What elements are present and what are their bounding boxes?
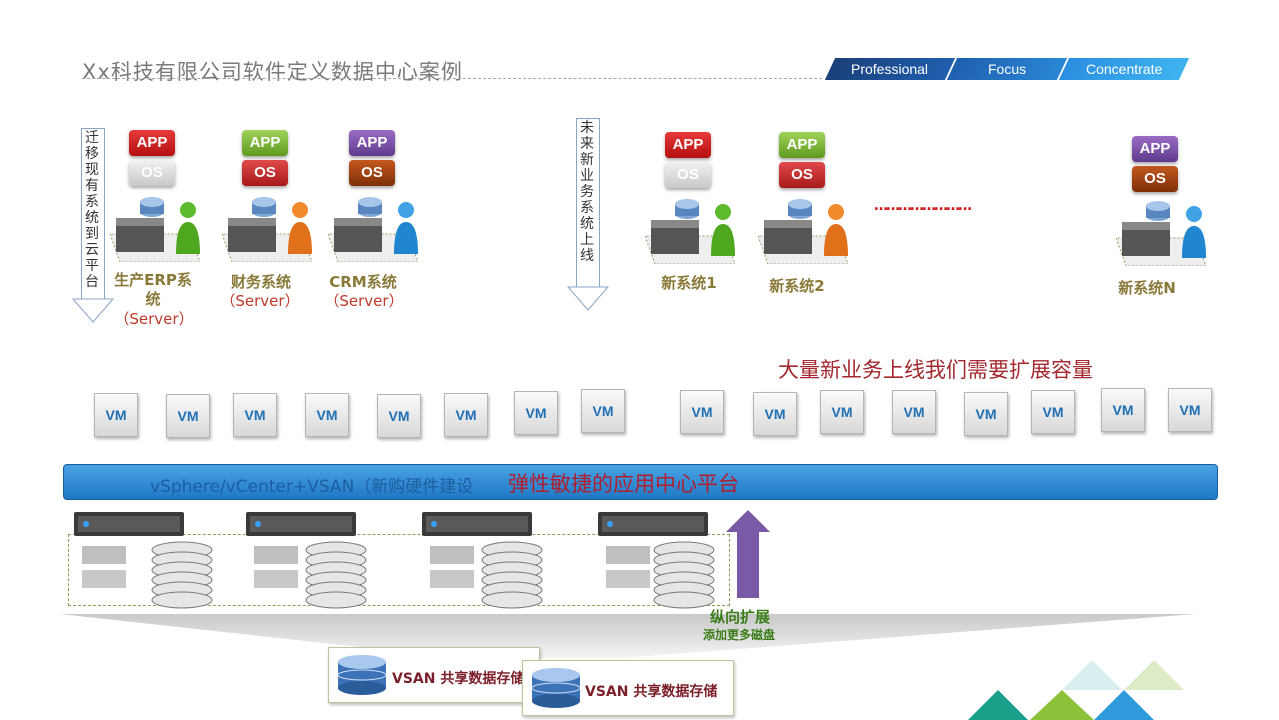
server-icon — [1116, 201, 1206, 266]
vsan-storage-label: VSAN 共享数据存储 — [585, 684, 718, 700]
vm-box: VM — [305, 393, 349, 437]
hardware-node-icon — [246, 512, 367, 609]
vm-box: VM — [377, 394, 421, 438]
vm-box: VM — [964, 392, 1008, 436]
decorative-triangles — [968, 660, 1184, 720]
future-label: 未来新业务系统上线 — [580, 120, 594, 264]
title-underline — [82, 78, 822, 79]
server-name: 新系统N — [1118, 279, 1176, 297]
vm-box: VM — [1168, 388, 1212, 432]
server-sub: （Server） — [220, 292, 300, 310]
vm-box: VM — [94, 393, 138, 437]
platform-ghost-text: vSphere/vCenter+VSAN（新购硬件建设 — [150, 477, 474, 497]
server-name: 新系统2 — [769, 277, 825, 295]
app-badge: APP — [129, 130, 175, 156]
vm-box: VM — [166, 394, 210, 438]
server-icon — [645, 199, 735, 264]
server-icon — [758, 199, 848, 264]
hardware-node-icon — [598, 512, 715, 609]
page-title: Xx科技有限公司软件定义数据中心案例 — [82, 60, 463, 84]
server-name: 新系统1 — [661, 274, 717, 292]
database-icon — [337, 655, 387, 695]
migrate-arrow-shaft — [81, 128, 105, 306]
os-badge: OS — [129, 160, 175, 186]
os-badge: OS — [242, 160, 288, 186]
vm-box: VM — [680, 390, 724, 434]
vm-box: VM — [820, 390, 864, 434]
database-icon — [531, 668, 581, 708]
vm-box: VM — [514, 391, 558, 435]
server-name: 财务系统 — [230, 273, 291, 291]
app-badge: APP — [1132, 136, 1178, 162]
scale-up-arrow — [726, 510, 770, 598]
server-icon — [222, 197, 312, 262]
server-icon — [328, 197, 418, 262]
server-sub: （Server） — [324, 292, 404, 310]
hardware-node-icon — [422, 512, 543, 609]
ellipsis-dots: …………………… — [874, 198, 972, 214]
server-sub: （Server） — [114, 310, 194, 328]
vm-box: VM — [233, 393, 277, 437]
app-badge: APP — [665, 132, 711, 158]
tag-focus: Focus — [946, 58, 1068, 80]
vm-box: VM — [1031, 390, 1075, 434]
capacity-text: 大量新业务上线我们需要扩展容量 — [778, 358, 1093, 382]
os-badge: OS — [779, 162, 825, 188]
os-badge: OS — [665, 162, 711, 188]
vm-box: VM — [1101, 388, 1145, 432]
os-badge: OS — [349, 160, 395, 186]
vm-box: VM — [892, 390, 936, 434]
future-arrowhead — [567, 286, 609, 311]
server-name: CRM系统 — [329, 273, 397, 291]
app-badge: APP — [349, 130, 395, 156]
migrate-label: 迁移现有系统到云平台 — [85, 130, 99, 290]
tag-concentrate: Concentrate — [1058, 58, 1190, 80]
app-badge: APP — [779, 132, 825, 158]
tag-professional: Professional — [824, 58, 956, 80]
platform-title: 弹性敏捷的应用中心平台 — [508, 472, 739, 496]
server-name: 生产ERP系统 — [114, 271, 192, 308]
hardware-group-box — [68, 534, 730, 606]
os-badge: OS — [1132, 166, 1178, 192]
vm-box: VM — [581, 389, 625, 433]
migrate-arrowhead — [72, 298, 114, 323]
scale-subtitle: 添加更多磁盘 — [703, 628, 776, 642]
storage-funnel — [60, 614, 1196, 658]
platform-bar — [63, 464, 1218, 500]
vm-box: VM — [753, 392, 797, 436]
server-icon — [110, 197, 200, 262]
hardware-node-icon — [74, 512, 213, 609]
vsan-storage-label: VSAN 共享数据存储 — [392, 671, 525, 687]
app-badge: APP — [242, 130, 288, 156]
scale-title: 纵向扩展 — [710, 608, 771, 626]
vm-box: VM — [444, 393, 488, 437]
